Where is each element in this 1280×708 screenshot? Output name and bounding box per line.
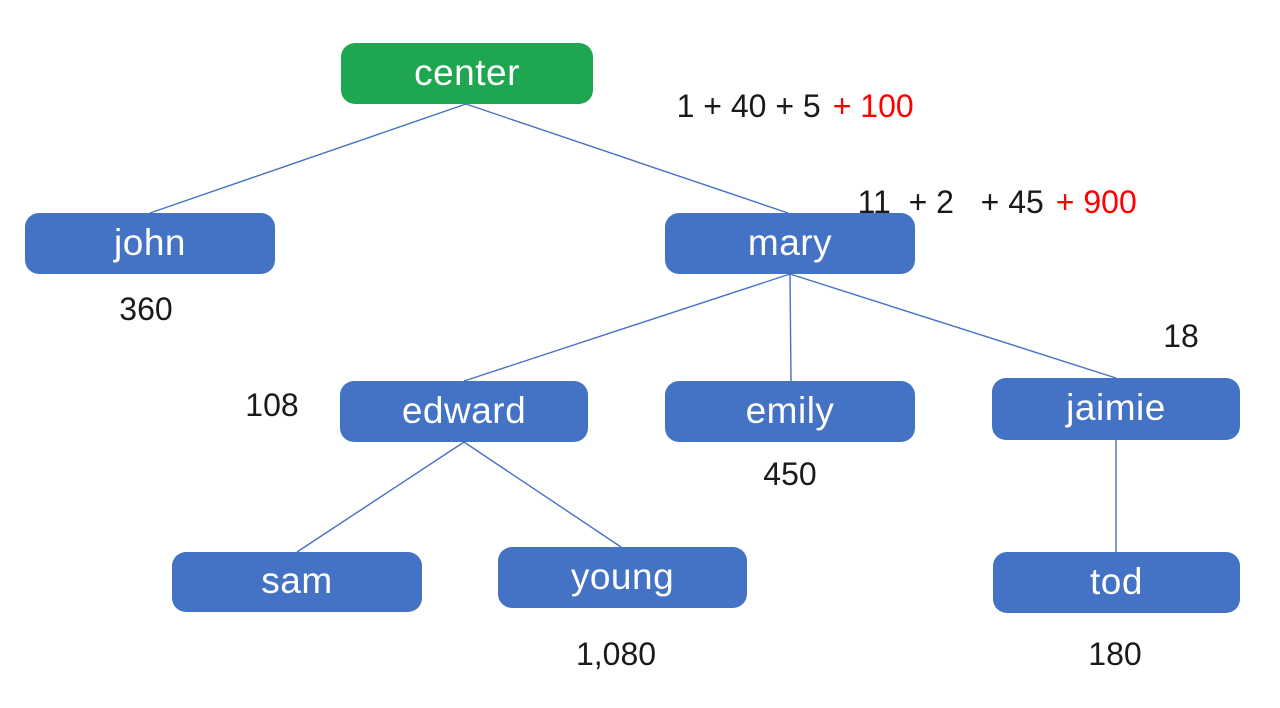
connector-center-john bbox=[149, 103, 467, 214]
value-young: 1,080 bbox=[575, 636, 657, 672]
node-tod[interactable]: tod bbox=[993, 552, 1240, 613]
expression-mary: 11 + 2 + 45 + 900 bbox=[822, 150, 1137, 256]
value-jaimie: 18 bbox=[1163, 318, 1199, 354]
connector-mary-edward bbox=[463, 273, 791, 382]
expression-mary-black: 11 + 2 + 45 bbox=[857, 184, 1044, 221]
node-emily[interactable]: emily bbox=[665, 381, 915, 442]
expression-center: 1 + 40 + 5 + 100 bbox=[641, 54, 914, 160]
node-jaimie[interactable]: jaimie bbox=[992, 378, 1240, 440]
value-john: 360 bbox=[119, 291, 173, 327]
value-tod: 180 bbox=[1088, 636, 1142, 672]
value-emily: 450 bbox=[763, 456, 817, 492]
connector-edward-sam bbox=[296, 441, 465, 553]
connector-edward-young bbox=[463, 441, 622, 548]
node-edward[interactable]: edward bbox=[340, 381, 588, 442]
expression-center-black: 1 + 40 + 5 bbox=[676, 88, 821, 125]
node-sam[interactable]: sam bbox=[172, 552, 422, 612]
expression-center-red: + 100 bbox=[832, 88, 914, 125]
node-john[interactable]: john bbox=[25, 213, 275, 274]
node-center[interactable]: center bbox=[341, 43, 593, 104]
node-young[interactable]: young bbox=[498, 547, 747, 608]
expression-mary-red: + 900 bbox=[1055, 184, 1137, 221]
connector-mary-jaimie bbox=[789, 273, 1117, 379]
node-mary[interactable]: mary bbox=[665, 213, 915, 274]
value-edward: 108 bbox=[245, 387, 299, 423]
connector-mary-emily bbox=[789, 273, 792, 382]
